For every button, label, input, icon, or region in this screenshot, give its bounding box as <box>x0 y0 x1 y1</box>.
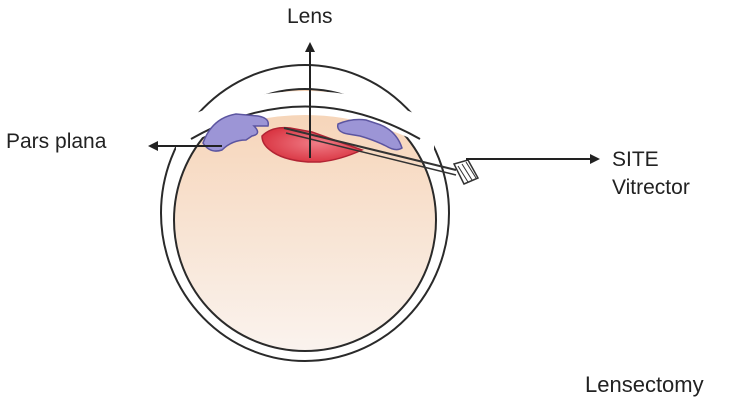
anterior-segment <box>176 91 434 150</box>
lens <box>261 126 364 163</box>
vitrector-shaft-inner <box>285 132 457 176</box>
site-label: SITE <box>612 148 659 171</box>
lens-label: Lens <box>287 5 333 28</box>
pars-plana-label: Pars plana <box>6 130 107 153</box>
pars-plana-left <box>202 113 270 152</box>
vitrector-shaft <box>283 127 457 171</box>
vitrector-hub <box>452 159 480 185</box>
vitrector-label: Vitrector <box>612 176 690 199</box>
figure-caption: Lensectomy <box>585 373 704 397</box>
ciliary-body-right <box>336 118 403 151</box>
